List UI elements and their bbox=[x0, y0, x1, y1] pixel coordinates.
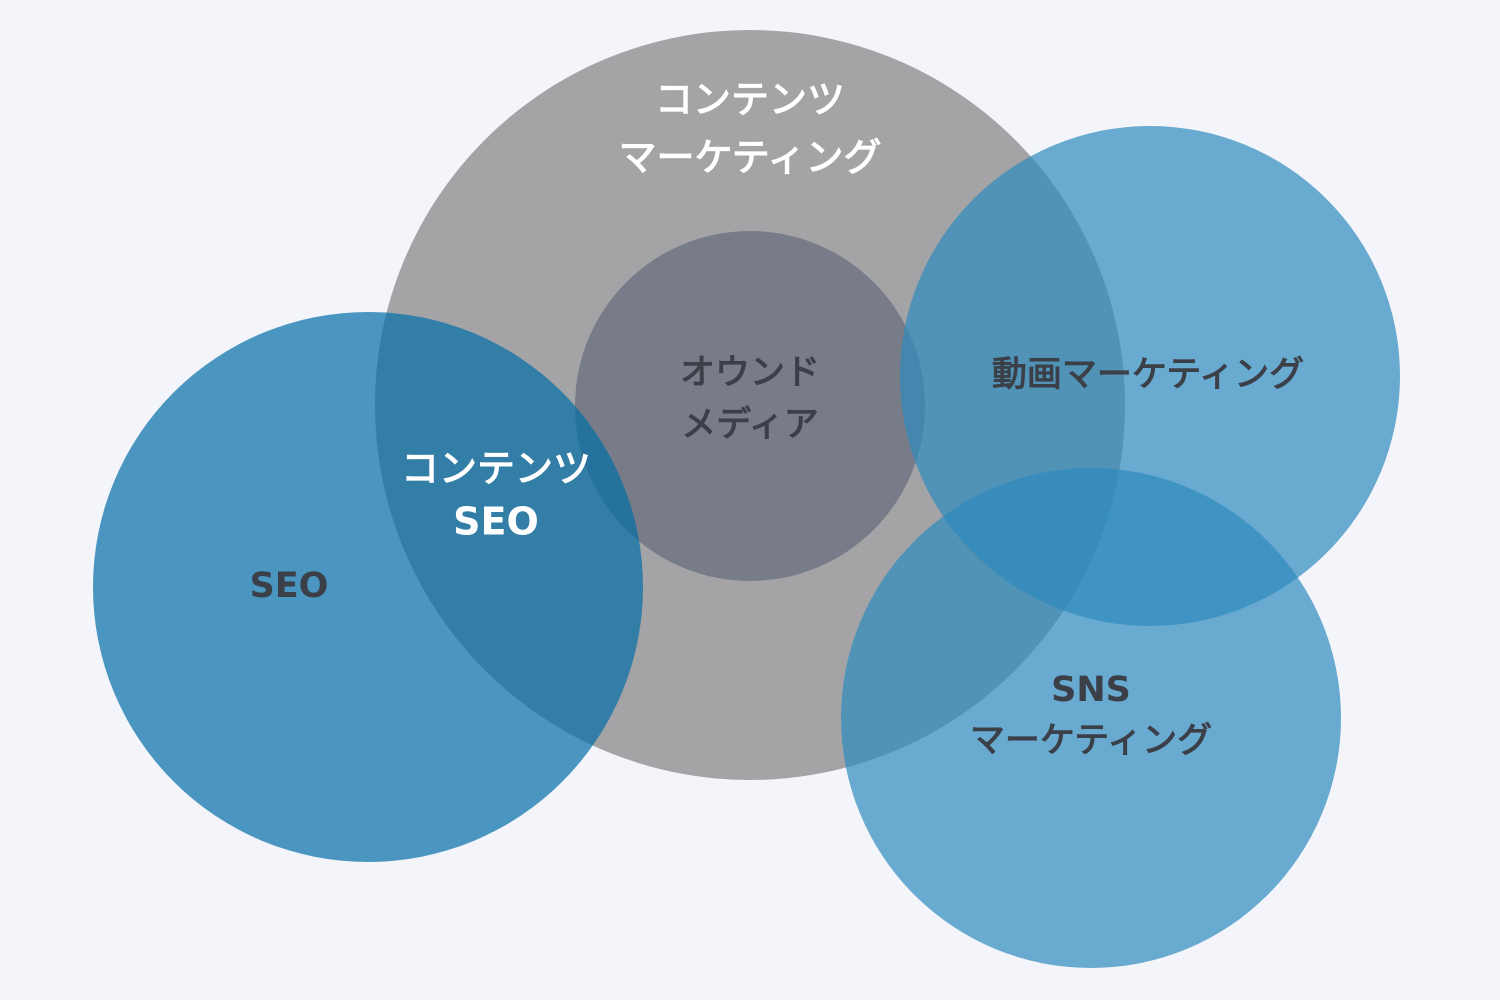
owned-media-label-line2: メディア bbox=[681, 404, 819, 445]
sns-marketing-circle bbox=[841, 468, 1341, 968]
owned-media-circle bbox=[575, 231, 925, 581]
video-marketing-label: 動画マーケティング bbox=[992, 355, 1304, 395]
content-seo-label-line1: コンテンツ bbox=[401, 447, 591, 491]
content-marketing-label-line1: コンテンツ bbox=[655, 78, 845, 122]
owned-media-label-line1: オウンド bbox=[680, 353, 820, 393]
seo-label: SEO bbox=[250, 566, 329, 606]
sns-marketing-label-line1: SNS bbox=[1051, 670, 1131, 710]
seo-circle bbox=[93, 312, 643, 862]
content-seo-label-line2: SEO bbox=[453, 500, 539, 544]
content-marketing-label-line2: マーケティング bbox=[619, 136, 882, 180]
sns-marketing-label-line2: マーケティング bbox=[970, 721, 1212, 761]
